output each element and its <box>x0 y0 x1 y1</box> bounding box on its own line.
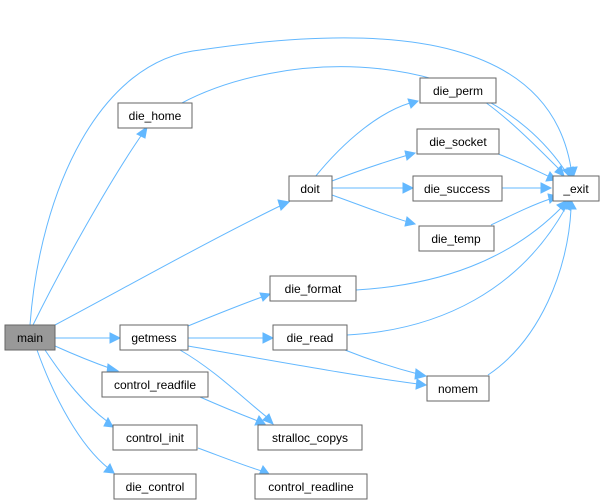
arrowhead-getmess-die_format <box>259 292 272 302</box>
arrowhead-doit-die_temp <box>404 216 417 227</box>
arrowhead-die_perm-_exit <box>554 165 565 177</box>
arrowhead-die_home-_exit <box>562 166 574 180</box>
node-label-nomem: nomem <box>438 382 478 396</box>
edge-getmess-stralloc_copys <box>179 349 269 419</box>
node-label-getmess: getmess <box>131 331 176 345</box>
node-label-die_read: die_read <box>287 331 334 345</box>
arrowhead-main-die_home <box>136 125 148 139</box>
edge-doit-die_perm <box>314 102 411 178</box>
node-label-die_control: die_control <box>126 480 185 494</box>
node-doit[interactable]: doit <box>288 175 333 202</box>
node-label-control_readfile: control_readfile <box>114 378 196 392</box>
arrowhead-main-doit <box>277 199 291 211</box>
node-label-doit: doit <box>300 182 320 196</box>
arrowhead-nomem-_exit <box>565 198 577 210</box>
arrowhead-die_read-nomem <box>414 368 428 380</box>
node-getmess[interactable]: getmess <box>119 324 189 351</box>
edge-die_format-_exit <box>355 206 563 291</box>
edges-layer <box>29 37 578 476</box>
node-label-die_socket: die_socket <box>429 135 487 149</box>
arrowhead-getmess-stralloc_copys <box>262 413 274 425</box>
edge-main-die_home <box>32 132 144 326</box>
node-die_success[interactable]: die_success <box>412 175 503 202</box>
edge-die_home-_exit <box>179 66 569 176</box>
edge-getmess-die_format <box>187 296 263 327</box>
node-control_readline[interactable]: control_readline <box>254 473 368 500</box>
arrowhead-main-getmess <box>109 332 122 344</box>
edge-main-_exit <box>29 37 573 326</box>
node-main[interactable]: main <box>4 324 56 351</box>
node-die_format[interactable]: die_format <box>269 275 357 302</box>
node-label-die_success: die_success <box>424 182 490 196</box>
node-control_init[interactable]: control_init <box>112 424 198 451</box>
node-label-die_home: die_home <box>129 109 182 123</box>
nodes-layer: main die_home doit die_perm die_socket d… <box>4 77 600 500</box>
edge-main-doit <box>54 204 283 326</box>
node-label-die_temp: die_temp <box>431 232 481 246</box>
node-label-control_init: control_init <box>126 431 185 445</box>
node-die_perm[interactable]: die_perm <box>419 77 497 104</box>
arrowhead-main-control_init <box>103 416 114 428</box>
arrowhead-doit-die_success <box>402 182 415 194</box>
node-stralloc_copys[interactable]: stralloc_copys <box>257 424 363 451</box>
edge-getmess-nomem <box>187 345 419 385</box>
arrowhead-doit-die_perm <box>407 98 420 109</box>
edge-doit-die_socket <box>331 154 409 182</box>
node-label-stralloc_copys: stralloc_copys <box>272 431 348 445</box>
edge-main-control_readfile <box>54 345 113 370</box>
node-_exit[interactable]: _exit <box>552 175 600 202</box>
edge-die_socket-_exit <box>492 151 551 178</box>
arrowhead-main-die_control <box>103 463 115 474</box>
edge-control_init-control_readline <box>197 447 263 472</box>
edge-main-control_init <box>44 349 109 423</box>
node-die_home[interactable]: die_home <box>117 102 193 129</box>
node-control_readfile[interactable]: control_readfile <box>101 371 209 398</box>
edge-die_read-nomem <box>344 349 419 375</box>
arrowhead-doit-die_socket <box>404 150 417 161</box>
node-die_socket[interactable]: die_socket <box>416 128 500 155</box>
node-label-_exit: _exit <box>562 182 589 196</box>
node-label-die_format: die_format <box>285 282 342 296</box>
edge-nomem-_exit <box>487 208 572 376</box>
edge-die_perm-_exit <box>484 101 561 171</box>
node-label-die_perm: die_perm <box>433 84 483 98</box>
node-die_control[interactable]: die_control <box>113 473 197 500</box>
arrowhead-die_success-_exit <box>540 182 553 194</box>
edge-doit-die_temp <box>331 194 409 223</box>
edge-main-die_control <box>36 349 109 469</box>
node-label-control_readline: control_readline <box>268 480 354 494</box>
edge-control_readfile-stralloc_copys <box>199 396 259 422</box>
arrowhead-getmess-nomem <box>415 378 428 390</box>
node-die_temp[interactable]: die_temp <box>418 225 495 252</box>
edge-die_temp-_exit <box>490 198 551 226</box>
arrowhead-getmess-die_read <box>262 332 275 344</box>
node-label-main: main <box>17 331 43 345</box>
node-nomem[interactable]: nomem <box>426 375 490 402</box>
edge-die_read-_exit <box>346 206 567 336</box>
node-die_read[interactable]: die_read <box>272 324 348 351</box>
